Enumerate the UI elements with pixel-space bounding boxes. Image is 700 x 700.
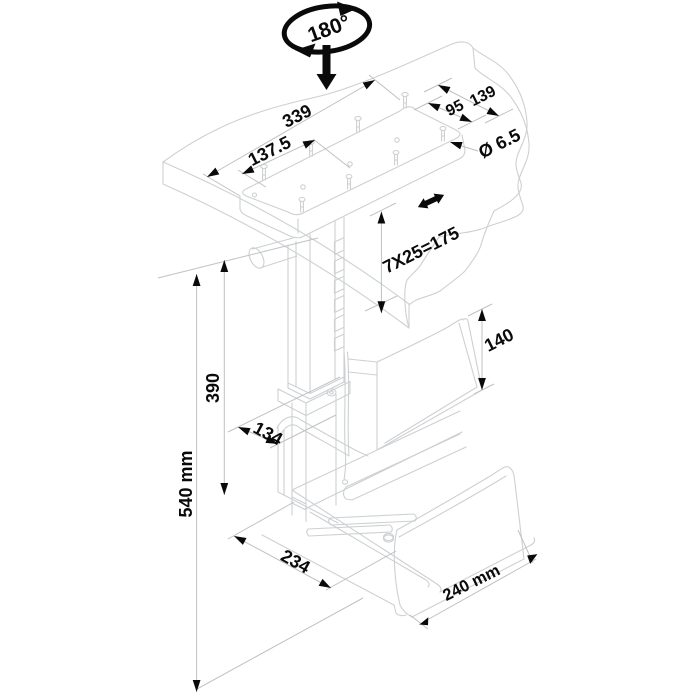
- svg-text:390: 390: [203, 373, 223, 403]
- svg-text:95: 95: [443, 97, 467, 120]
- svg-text:540 mm: 540 mm: [176, 450, 196, 517]
